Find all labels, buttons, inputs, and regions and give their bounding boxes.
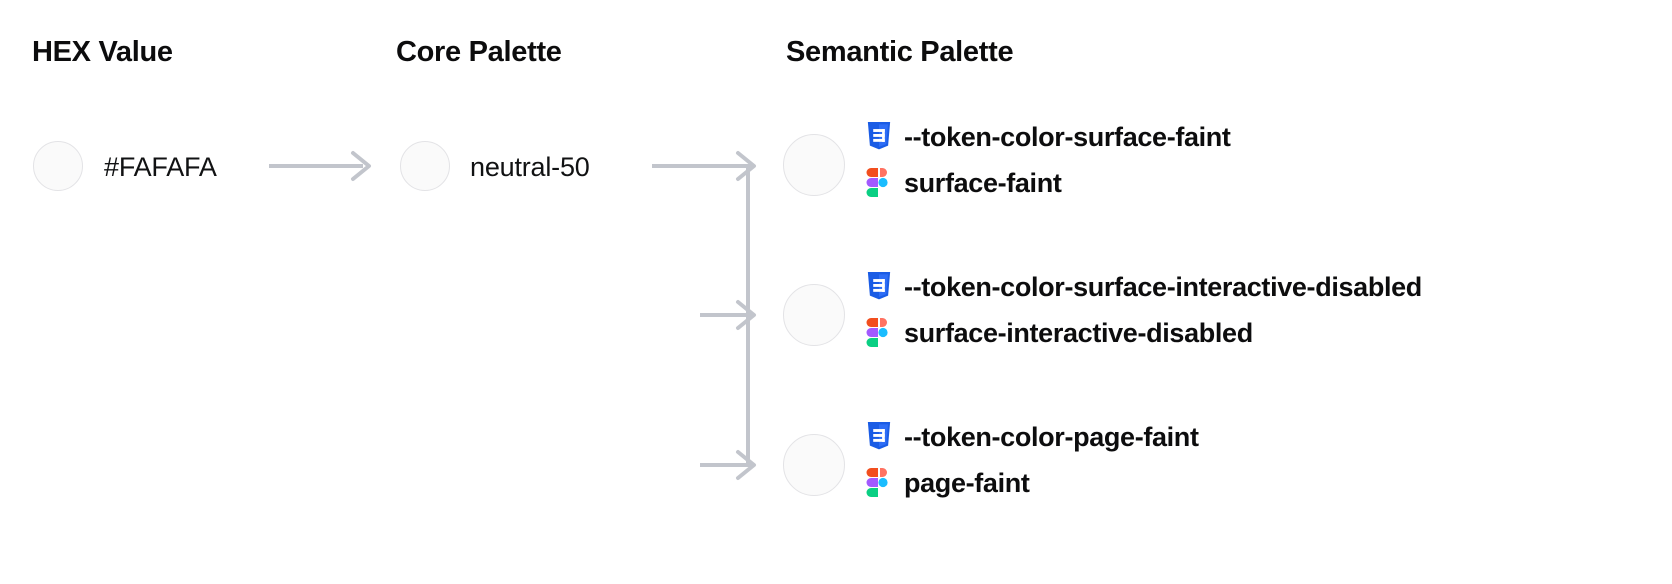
css3-icon [867,422,891,450]
core-color-swatch [400,141,450,191]
arrow-hex-to-core [269,151,371,181]
css-token-label: --token-color-surface-faint [904,121,1231,152]
column-heading-semantic-palette: Semantic Palette [786,36,1014,68]
semantic-row: --token-color-page-faint page-faint [866,414,1626,506]
css-token-label: --token-color-surface-interactive-disabl… [904,271,1422,302]
figma-token-label: surface-interactive-disabled [904,317,1253,348]
core-palette-value-label: neutral-50 [470,152,590,182]
css-token-line: --token-color-surface-interactive-disabl… [866,264,1626,310]
figma-token-label: page-faint [904,467,1030,498]
figma-token-line: page-faint [866,460,1626,506]
semantic-row: --token-color-surface-faint surface-fain… [866,114,1626,206]
figma-icon [866,468,888,497]
semantic-color-swatch-page-faint [783,434,845,496]
arrow-core-to-semantic-branch [652,151,756,480]
semantic-row: --token-color-surface-interactive-disabl… [866,264,1626,356]
column-heading-core-palette: Core Palette [396,36,562,68]
css-token-line: --token-color-page-faint [866,414,1626,460]
hex-color-swatch [33,141,83,191]
hex-value-label: #FAFAFA [104,152,217,182]
css3-icon [867,272,891,300]
column-heading-hex-value: HEX Value [32,36,173,68]
semantic-color-swatch-surface-faint [783,134,845,196]
figma-icon [866,318,888,347]
figma-token-label: surface-faint [904,167,1062,198]
semantic-color-swatch-surface-interactive-disabled [783,284,845,346]
figma-token-line: surface-faint [866,160,1626,206]
figma-token-line: surface-interactive-disabled [866,310,1626,356]
css3-icon [867,122,891,150]
figma-icon [866,168,888,197]
css-token-label: --token-color-page-faint [904,421,1199,452]
css-token-line: --token-color-surface-faint [866,114,1626,160]
